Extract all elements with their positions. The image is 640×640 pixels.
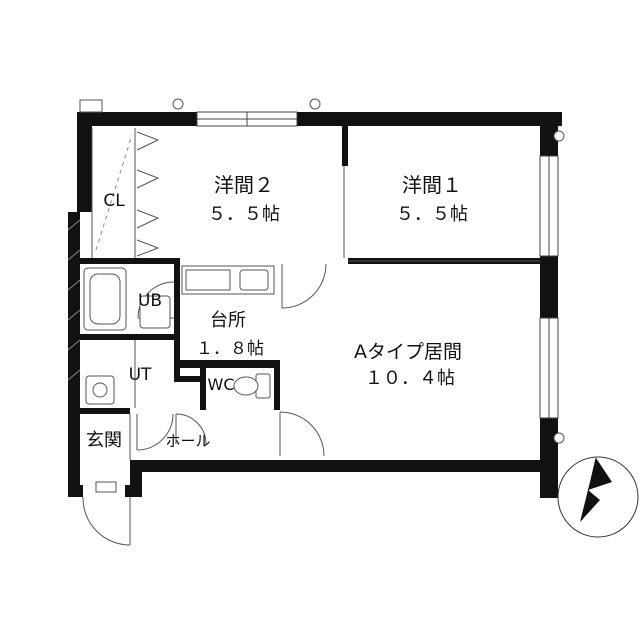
room-labels: 洋間２ ５．５帖 洋間１ ５．５帖 CL UB 台所 １．８帖 Aタイプ居間 １…: [86, 173, 468, 451]
outlet-icon: [172, 98, 184, 110]
fixtures: [83, 265, 275, 405]
wall-top-left: [77, 112, 197, 126]
wall-kitchen-left: [174, 258, 180, 376]
room-size-kitchen: １．８帖: [196, 339, 264, 359]
exterior-fixtures: [79, 98, 565, 493]
north-arrow-icon: [557, 456, 639, 538]
wall-left-hatched: [68, 212, 80, 497]
wall-right-mid: [540, 256, 558, 318]
wall-right-upper: [540, 112, 558, 156]
wall-right-lower: [540, 418, 558, 498]
room-name-utility: UT: [129, 365, 152, 385]
room-name-unit-bath: UB: [138, 291, 162, 311]
room-name-western1: 洋間１: [402, 173, 462, 197]
thin-partitions: [91, 128, 540, 460]
wall-wc-top: [174, 360, 280, 368]
wall-top-right: [297, 112, 562, 126]
closet-doors: [136, 131, 160, 257]
room-name-hall: ホール: [165, 432, 210, 450]
wall-wc-left: [200, 368, 206, 410]
outlet-icon: [553, 130, 565, 142]
wall-bedroom-divider: [342, 126, 348, 166]
wall-bottom-step: [130, 460, 558, 472]
windows: [196, 111, 559, 419]
wall-entrance-right: [125, 485, 142, 497]
room-name-toilet: WC: [208, 375, 235, 394]
wall-ub-bottom: [80, 334, 180, 340]
room-size-western2: ５．５帖: [208, 204, 280, 225]
wall-wc-bottom-stub: [174, 376, 200, 382]
doors: [82, 263, 327, 546]
outlet-icon: [309, 98, 321, 110]
wall-hatching: [67, 219, 81, 381]
toilet-bowl-icon: [233, 376, 259, 396]
room-name-western2: 洋間２: [214, 173, 274, 197]
vent-icon: [79, 99, 103, 113]
wall-left-upper: [77, 112, 92, 212]
room-name-closet: CL: [103, 191, 125, 211]
stove-icon: [185, 269, 231, 291]
exterior-walls: [68, 112, 562, 498]
wall-wc-right: [274, 360, 280, 410]
room-size-western1: ５．５帖: [396, 204, 468, 225]
room-size-living: １０．４帖: [365, 368, 455, 389]
wall-ut-bottom: [80, 408, 130, 414]
room-name-living: Aタイプ居間: [354, 341, 462, 363]
room-name-entrance: 玄関: [86, 430, 122, 451]
outlet-icon: [553, 432, 565, 444]
wall-bedroom-bottom: [80, 258, 180, 264]
meter-box-icon: [95, 481, 117, 493]
washer-pan-icon: [139, 295, 171, 329]
wall-entrance-bottom: [68, 485, 83, 497]
sink-icon: [239, 269, 269, 291]
room-name-kitchen: 台所: [210, 310, 246, 331]
